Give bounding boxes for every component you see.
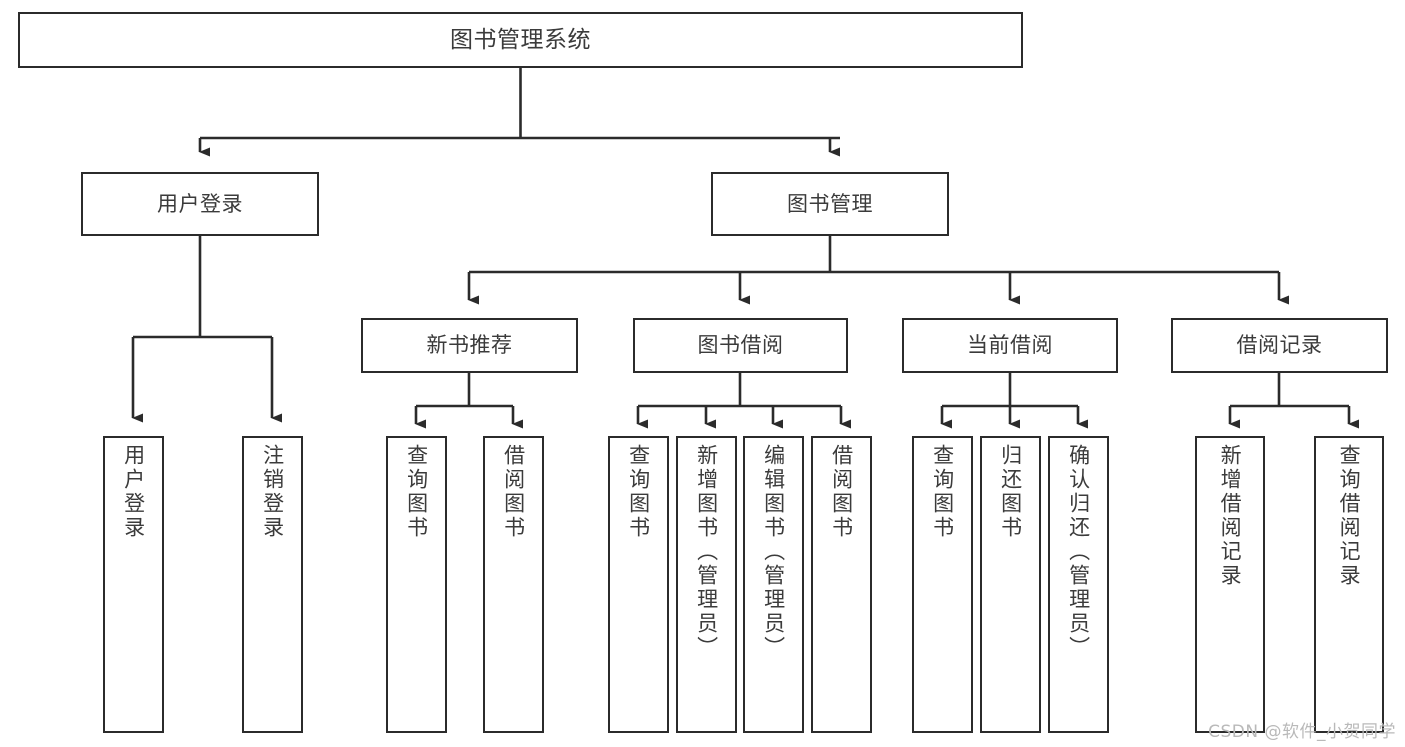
node-label: 查询借阅记录	[1337, 444, 1362, 588]
leaf-user-login[interactable]: 用户登录	[103, 436, 164, 733]
node-label: 当前借阅	[967, 333, 1053, 358]
leaf-borrow-query-book[interactable]: 查询图书	[608, 436, 669, 733]
node-book-management[interactable]: 图书管理	[711, 172, 949, 236]
node-label: 新增图书（管理员）	[694, 444, 719, 660]
leaf-current-return-book[interactable]: 归还图书	[980, 436, 1041, 733]
node-label: 用户登录	[157, 191, 243, 216]
node-label: 借阅记录	[1236, 333, 1323, 358]
node-current-borrow[interactable]: 当前借阅	[902, 318, 1118, 373]
node-label: 新书推荐	[426, 333, 513, 358]
leaf-current-confirm-return-admin[interactable]: 确认归还（管理员）	[1048, 436, 1109, 733]
node-label: 用户登录	[121, 444, 146, 540]
leaf-records-query-record[interactable]: 查询借阅记录	[1314, 436, 1384, 733]
node-book-borrow[interactable]: 图书借阅	[633, 318, 848, 373]
leaf-records-add-record[interactable]: 新增借阅记录	[1195, 436, 1265, 733]
node-label: 查询图书	[404, 444, 429, 540]
node-label: 新增借阅记录	[1218, 444, 1243, 588]
leaf-borrow-borrow-book[interactable]: 借阅图书	[811, 436, 872, 733]
node-label: 注销登录	[260, 444, 285, 540]
node-label: 确认归还（管理员）	[1066, 444, 1091, 660]
node-new-book-recommend[interactable]: 新书推荐	[361, 318, 578, 373]
node-label: 查询图书	[930, 444, 955, 540]
node-label: 图书管理系统	[450, 26, 591, 53]
leaf-borrow-edit-book-admin[interactable]: 编辑图书（管理员）	[743, 436, 804, 733]
leaf-newbook-query-book[interactable]: 查询图书	[386, 436, 447, 733]
node-label: 查询图书	[626, 444, 651, 540]
node-label: 归还图书	[998, 444, 1023, 540]
node-label: 借阅图书	[501, 444, 526, 540]
node-root-system[interactable]: 图书管理系统	[18, 12, 1023, 68]
node-label: 借阅图书	[829, 444, 854, 540]
node-label: 图书借阅	[697, 333, 784, 358]
leaf-user-logout[interactable]: 注销登录	[242, 436, 303, 733]
node-user-login[interactable]: 用户登录	[81, 172, 319, 236]
leaf-newbook-borrow-book[interactable]: 借阅图书	[483, 436, 544, 733]
node-label: 图书管理	[787, 191, 873, 216]
node-label: 编辑图书（管理员）	[761, 444, 786, 660]
node-borrow-records[interactable]: 借阅记录	[1171, 318, 1388, 373]
leaf-current-query-book[interactable]: 查询图书	[912, 436, 973, 733]
leaf-borrow-add-book-admin[interactable]: 新增图书（管理员）	[676, 436, 737, 733]
